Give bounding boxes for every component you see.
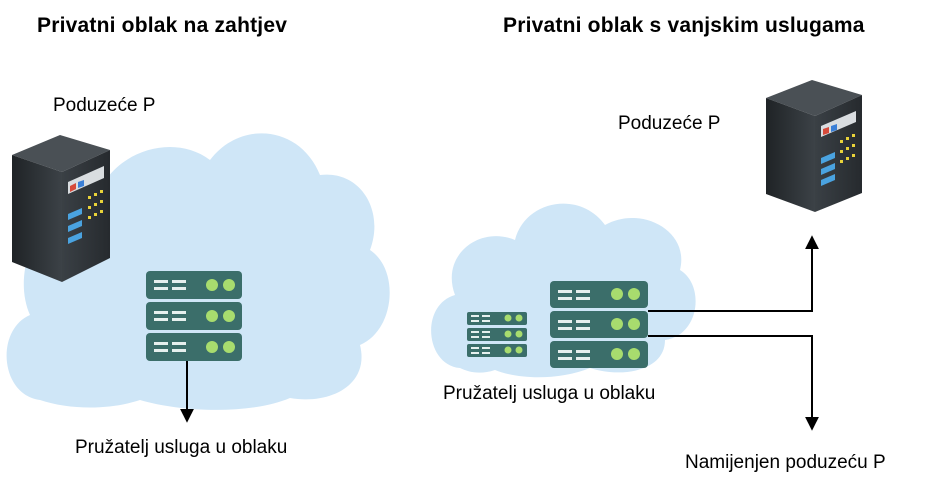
right-small-server-rack-icon — [467, 312, 527, 357]
left-company-label: Poduzeće P — [53, 95, 156, 116]
right-arrow-down-icon — [648, 335, 819, 431]
right-company-label: Poduzeće P — [618, 113, 721, 134]
right-provider-label: Pružatelj usluga u oblaku — [443, 383, 656, 404]
left-tower-server-icon — [12, 135, 110, 282]
left-server-rack-icon — [146, 271, 242, 361]
right-tower-server-icon — [766, 80, 862, 212]
left-title: Privatni oblak na zahtjev — [37, 14, 288, 37]
left-provider-label: Pružatelj usluga u oblaku — [75, 437, 288, 458]
right-server-rack-icon — [550, 281, 648, 368]
right-dedicated-label: Namijenjen poduzeću P — [685, 452, 886, 473]
right-title: Privatni oblak s vanjskim uslugama — [503, 14, 865, 37]
right-arrow-up-icon — [648, 235, 819, 312]
